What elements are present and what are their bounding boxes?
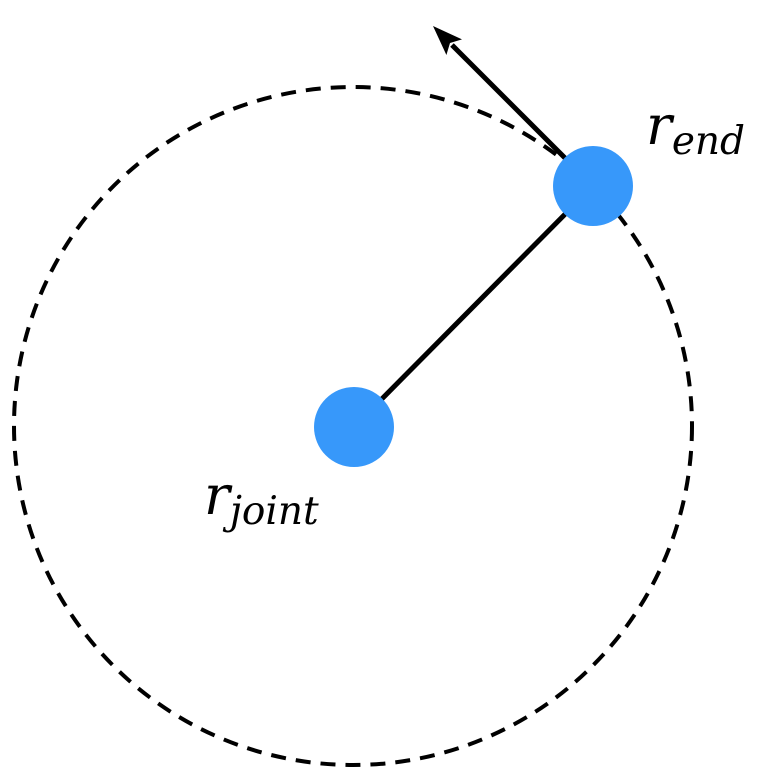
label-r-end: rend <box>646 94 745 164</box>
joint-node <box>314 387 394 467</box>
orbit-circle <box>12 85 694 767</box>
label-r-joint-subscript: joint <box>222 489 319 534</box>
label-r-joint: rjoint <box>204 464 319 534</box>
link-segment <box>352 184 595 429</box>
label-r-joint-base: r <box>204 464 233 527</box>
tangent-arrow-head-icon <box>433 26 462 55</box>
label-r-end-subscript: end <box>672 119 745 164</box>
label-r-end-base: r <box>646 94 675 157</box>
end-node <box>553 146 633 226</box>
